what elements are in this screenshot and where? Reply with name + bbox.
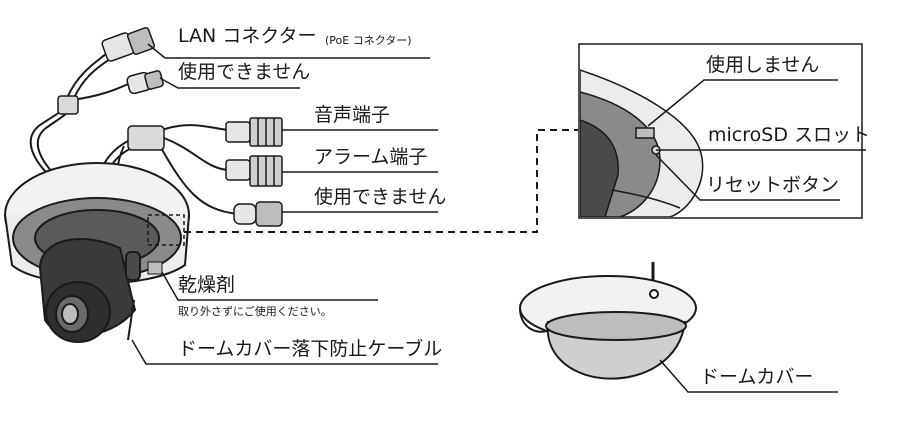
label-unused-plug-2: 使用できません: [314, 186, 447, 208]
desiccant-pack: [147, 261, 163, 275]
unused-plug-1: [126, 70, 164, 95]
audio-terminal-block: [225, 117, 283, 147]
label-lan-connector: LAN コネクター: [178, 25, 317, 47]
leader-lines: [131, 43, 866, 393]
label-reset-button: リセットボタン: [706, 174, 840, 196]
label-microsd-slot: microSD スロット: [708, 124, 870, 146]
label-audio-terminal: 音声端子: [314, 104, 391, 126]
zoom-area-marker: [147, 214, 185, 246]
lan-connector-plug: [101, 26, 156, 62]
label-alarm-terminal: アラーム端子: [314, 146, 428, 168]
label-dome-cover: ドームカバー: [700, 366, 814, 388]
alarm-terminal-block: [225, 155, 283, 187]
dome-camera-body: [4, 162, 190, 343]
dome-cover-illustration: [519, 262, 697, 380]
cable-splitter-1: [57, 95, 79, 115]
label-desiccant: 乾燥剤: [178, 274, 236, 296]
unused-plug-2: [233, 201, 283, 227]
label-desiccant-note: 取り外さずにご使用ください。: [178, 305, 332, 318]
label-drop-cable: ドームカバー落下防止ケーブル: [178, 338, 443, 360]
label-lan-connector-note: (PoE コネクター): [325, 34, 412, 47]
label-unused-plug-1: 使用できません: [178, 61, 311, 83]
inset-detail: [578, 43, 863, 219]
drop-prevention-cable: [127, 299, 135, 341]
label-inset-unused: 使用しません: [706, 54, 820, 76]
cable-splitter-2: [127, 125, 165, 151]
